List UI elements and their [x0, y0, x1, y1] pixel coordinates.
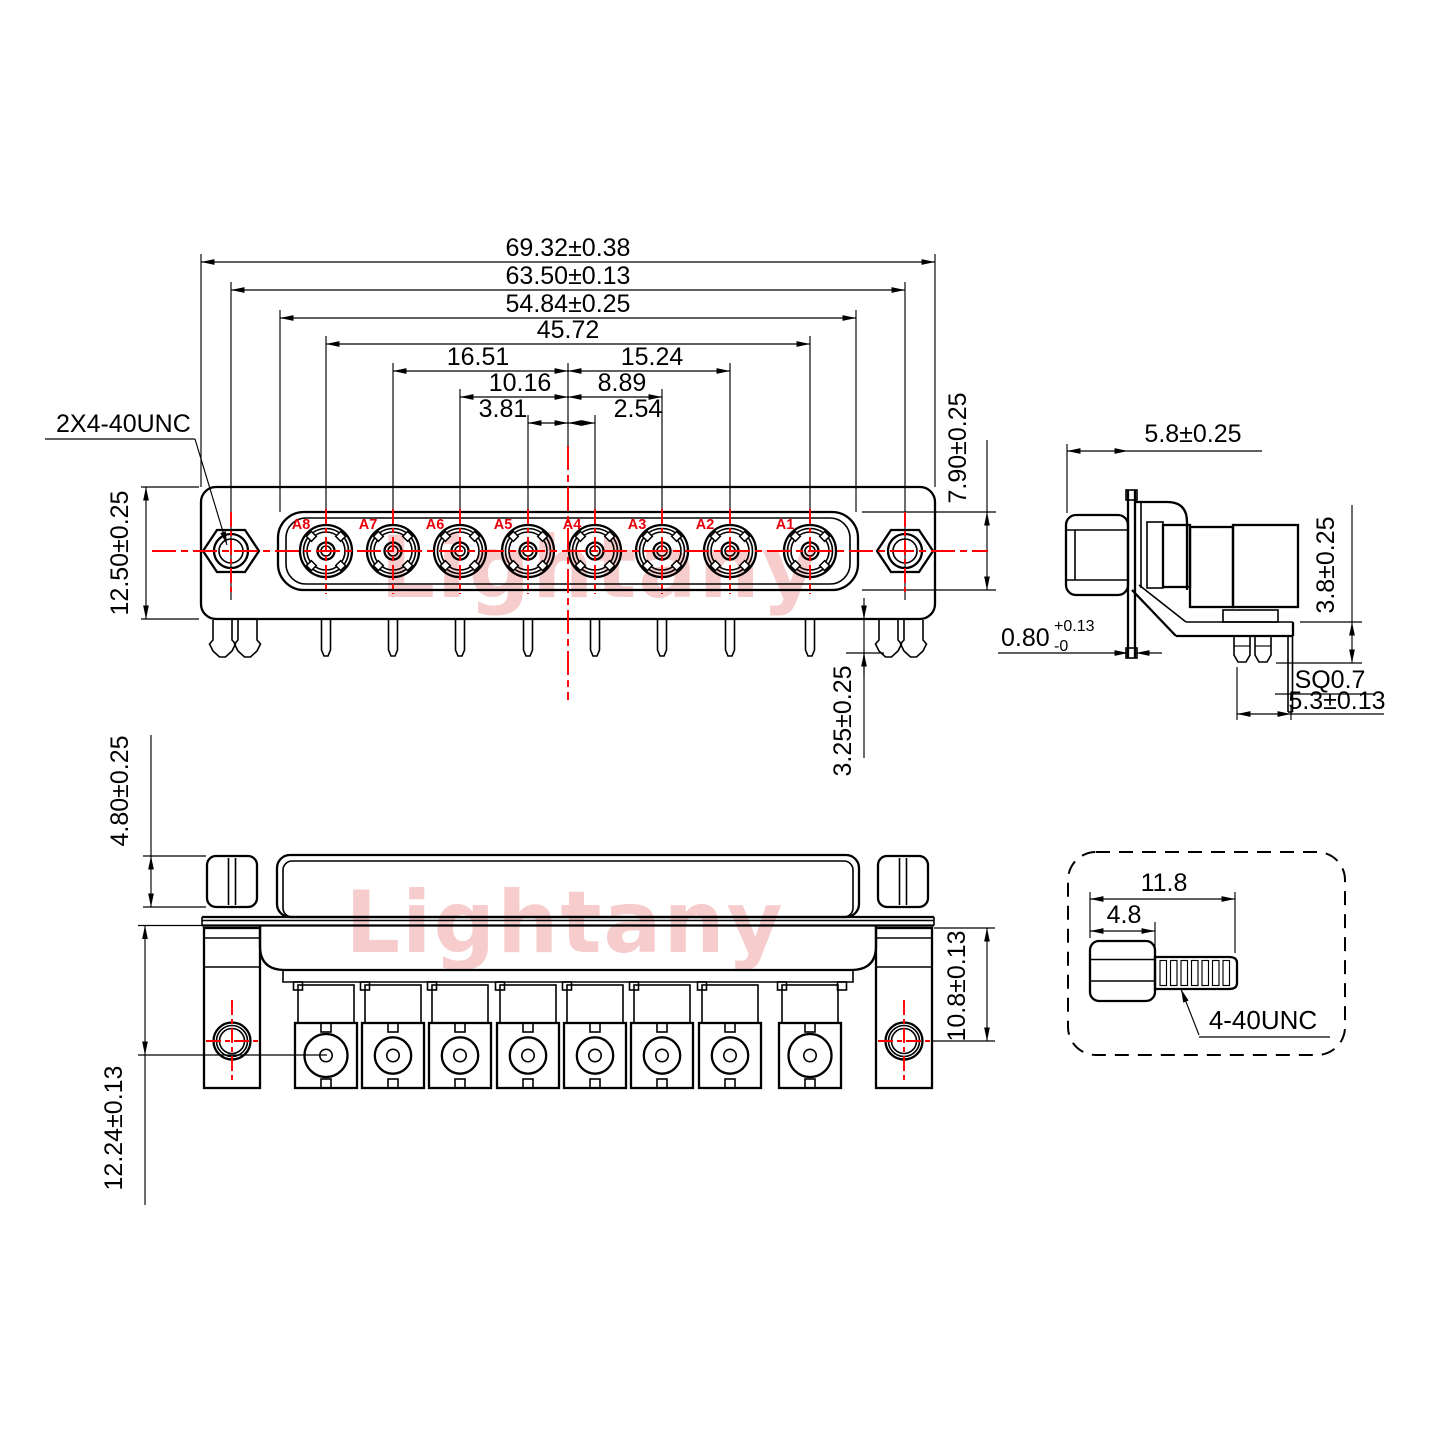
dim-pin-offset: 5.3±0.13 — [1288, 687, 1385, 715]
dim-offset-a3: 8.89 — [598, 369, 647, 397]
dim-nut-height: 4.80±0.25 — [106, 735, 134, 846]
bottom-view: 4.80±0.25 12.24±0.13 10.8±0.13 — [100, 735, 995, 1205]
screw-thread — [1153, 955, 1239, 991]
contact-label: A8 — [292, 517, 311, 533]
screw-detail: 11.8 4.8 4-40UNC — [1067, 851, 1346, 1056]
dim-shroud-height: 7.90±0.25 — [944, 392, 972, 503]
dim-overall-width: 69.32±0.38 — [506, 234, 631, 262]
dim-offset-a5: 3.81 — [479, 395, 528, 423]
dim-mounting-pitch: 63.50±0.13 — [506, 262, 631, 290]
dim-bracket-height: 3.8±0.25 — [1312, 516, 1340, 613]
dim-body-height: 12.50±0.25 — [106, 491, 134, 616]
dim-flange-thickness: 0.80 — [1001, 624, 1050, 652]
contact-label: A5 — [494, 517, 513, 533]
dim-pin-protrusion: 3.25±0.25 — [829, 665, 857, 776]
contact-label: A3 — [628, 517, 647, 533]
contact-label: A1 — [776, 517, 795, 533]
dim-front-depth: 5.8±0.25 — [1144, 420, 1241, 448]
dim-offset-a4: 2.54 — [614, 395, 663, 423]
front-view: 69.32±0.38 63.50±0.13 54.84±0.25 45.72 1… — [45, 234, 996, 777]
label-thread-spec: 2X4-40UNC — [56, 410, 191, 438]
contact-label: A6 — [426, 517, 445, 533]
contact-label: A2 — [696, 517, 715, 533]
side-view: 5.8±0.25 0.80 +0.13 — [998, 420, 1386, 720]
dim-offset-a6: 10.16 — [489, 369, 552, 397]
dim-shroud-width: 54.84±0.25 — [506, 290, 631, 318]
dim-hole-depth: 10.8±0.13 — [943, 930, 971, 1041]
dim-screw-length: 11.8 — [1141, 869, 1188, 897]
dim-contact-span: 45.72 — [537, 316, 600, 344]
label-screw-thread: 4-40UNC — [1209, 1005, 1317, 1035]
dim-screw-head-length: 4.8 — [1107, 901, 1142, 929]
dim-flange-tol-minus: -0 — [1054, 638, 1068, 655]
dim-contact-depth: 12.24±0.13 — [100, 1066, 128, 1191]
watermark-text-bottom: Lightany — [345, 873, 785, 973]
dim-offset-a2: 15.24 — [621, 343, 684, 371]
label-pin-square: SQ0.7 — [1295, 666, 1366, 694]
dim-flange-tol-plus: +0.13 — [1054, 618, 1095, 635]
contact-label: A7 — [359, 517, 378, 533]
dim-offset-a7: 16.51 — [447, 343, 510, 371]
contact-label: A4 — [563, 517, 582, 533]
